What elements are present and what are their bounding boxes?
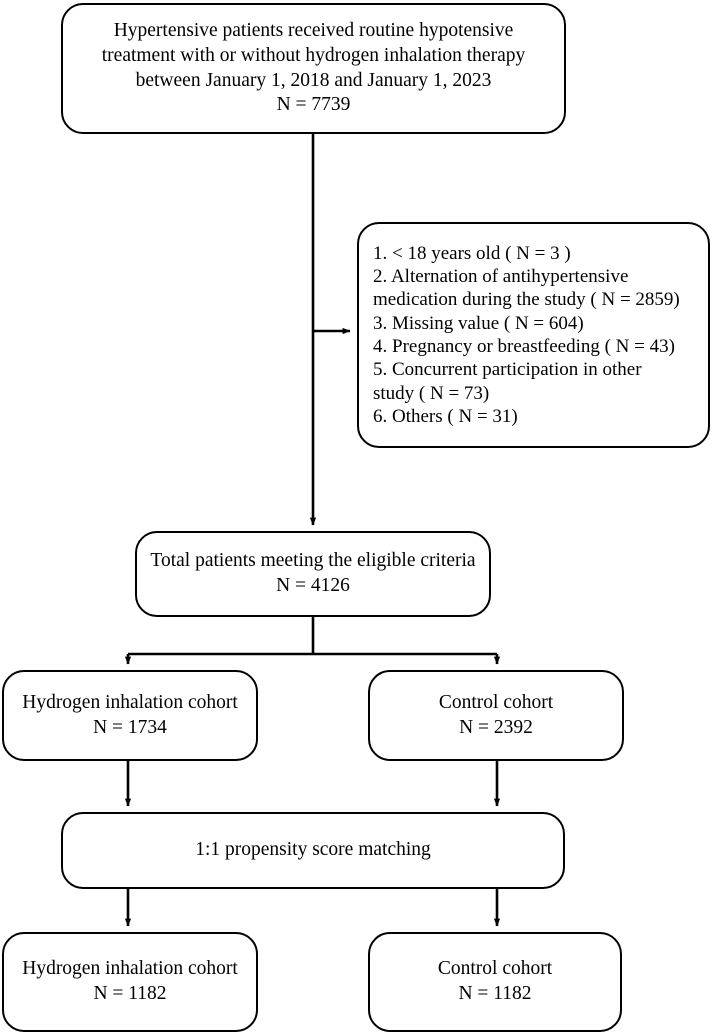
hydrogen-pre-label: Hydrogen inhalation cohort bbox=[22, 691, 238, 713]
eligible-label: Total patients meeting the eligible crit… bbox=[150, 550, 476, 572]
enrollment-count: N = 7739 bbox=[276, 94, 351, 116]
control-pre-count: N = 2392 bbox=[459, 716, 533, 738]
eligible-count: N = 4126 bbox=[276, 575, 350, 596]
node-eligible-patients: Total patients meeting the eligible crit… bbox=[135, 531, 491, 617]
hydrogen-post-count: N = 1182 bbox=[93, 983, 167, 1004]
node-hydrogen-cohort-postmatch: Hydrogen inhalation cohort N = 1182 bbox=[2, 932, 258, 1032]
node-propensity-score-matching: 1:1 propensity score matching bbox=[61, 812, 565, 889]
node-hydrogen-cohort-prematch: Hydrogen inhalation cohort N = 1734 bbox=[2, 670, 258, 761]
exclusion-line-1: 1. < 18 years old ( N = 3 ) bbox=[373, 242, 571, 264]
exclusion-line-5: 4. Pregnancy or breastfeeding ( N = 43) bbox=[373, 336, 675, 357]
exclusion-line-2: 2. Alternation of antihypertensive bbox=[373, 265, 629, 287]
node-exclusion-criteria: 1. < 18 years old ( N = 3 ) 2. Alternati… bbox=[357, 222, 710, 448]
enrollment-line-3: between January 1, 2018 and January 1, 2… bbox=[135, 69, 492, 91]
exclusion-line-6: 5. Concurrent participation in other bbox=[373, 359, 642, 381]
node-enrollment: Hypertensive patients received routine h… bbox=[61, 3, 566, 134]
node-control-cohort-prematch: Control cohort N = 2392 bbox=[368, 670, 624, 761]
exclusion-line-8: 6. Others ( N = 31) bbox=[373, 406, 518, 428]
psm-label: 1:1 propensity score matching bbox=[195, 839, 431, 861]
control-post-label: Control cohort bbox=[437, 958, 553, 980]
hydrogen-post-label: Hydrogen inhalation cohort bbox=[22, 958, 238, 980]
control-post-count: N = 1182 bbox=[458, 983, 532, 1004]
enrollment-line-2: treatment with or without hydrogen inhal… bbox=[101, 44, 526, 66]
exclusion-line-7: study ( N = 73) bbox=[373, 382, 490, 404]
control-pre-label: Control cohort bbox=[438, 691, 554, 713]
exclusion-line-4: 3. Missing value ( N = 604) bbox=[373, 312, 584, 334]
node-control-cohort-postmatch: Control cohort N = 1182 bbox=[368, 932, 622, 1032]
hydrogen-pre-count: N = 1734 bbox=[93, 716, 167, 738]
exclusion-line-3: medication during the study ( N = 2859) bbox=[373, 289, 680, 311]
enrollment-line-1: Hypertensive patients received routine h… bbox=[113, 20, 514, 42]
